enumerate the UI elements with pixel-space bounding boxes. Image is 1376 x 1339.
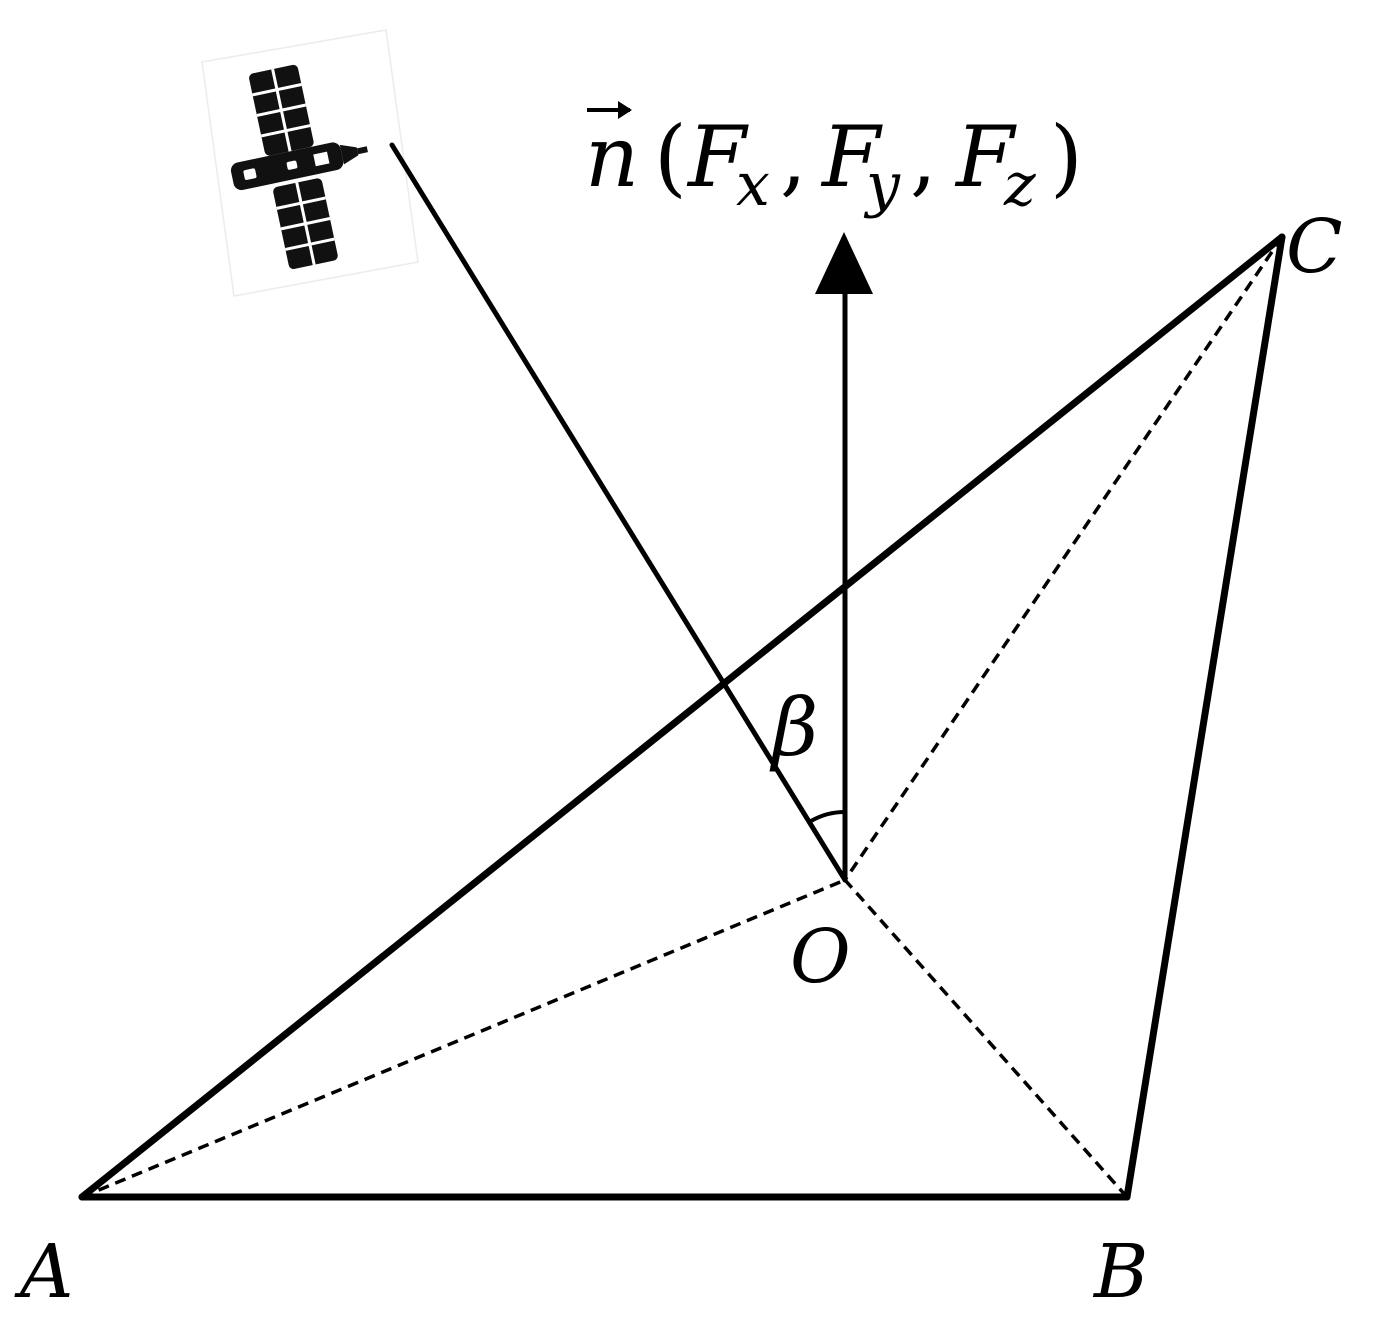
vector-overarrow-icon — [618, 101, 632, 119]
vector-arrow-icon — [815, 232, 873, 294]
dashed-line-CO — [843, 236, 1284, 881]
point-label-B: B — [1092, 1229, 1148, 1315]
point-label-A: A — [14, 1229, 73, 1315]
edge-AC — [78, 233, 1286, 1201]
dashed-line-AO — [81, 878, 846, 1199]
satellite-ray — [389, 142, 848, 883]
edge-BC — [1123, 233, 1286, 1201]
angle-label-beta: β — [769, 681, 818, 774]
point-label-O: O — [790, 914, 851, 1000]
satellite-icon — [201, 29, 419, 297]
dashed-line-BO — [843, 878, 1129, 1199]
point-label-C: C — [1286, 204, 1343, 290]
angle-arc — [810, 809, 846, 823]
normal-vector-label: n ( F x , F y , F z ) — [585, 101, 1083, 225]
normal-vector-formula: n ( F x , F y , F z ) — [585, 108, 1083, 225]
